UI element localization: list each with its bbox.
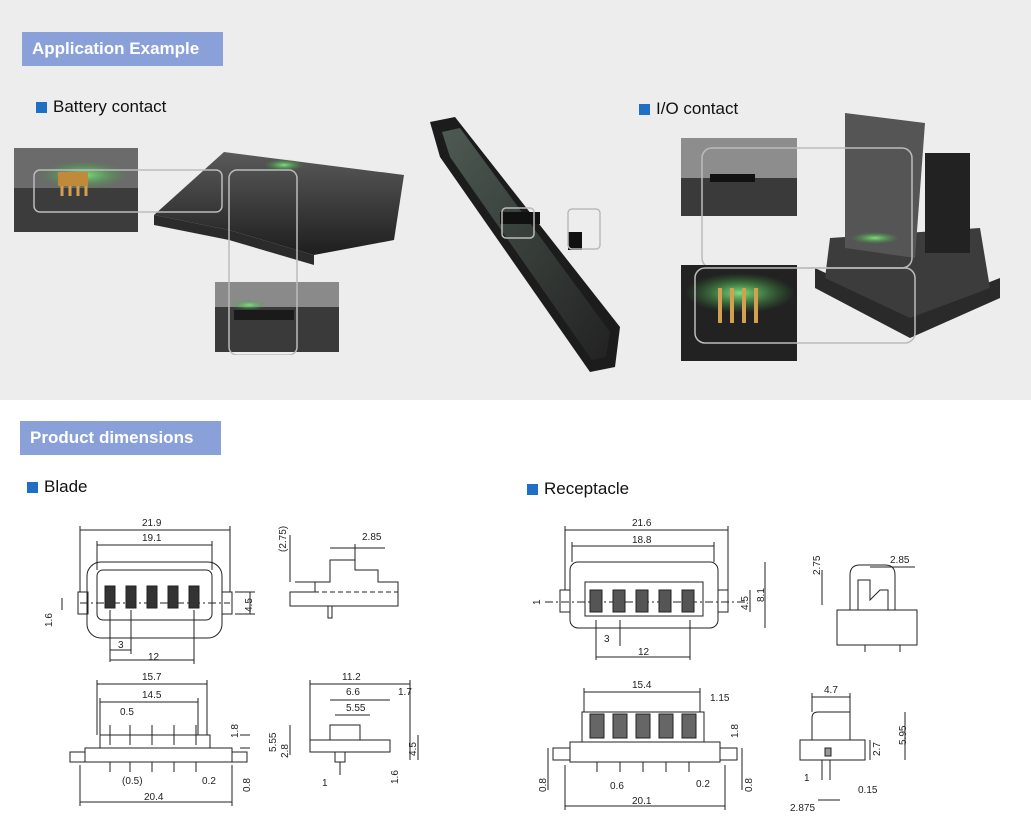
- dim-label: 1.8: [230, 724, 241, 738]
- battery-contact-label: Battery contact: [36, 97, 166, 117]
- dim-label: 5.95: [898, 725, 909, 745]
- dim-label: 11.2: [342, 672, 361, 683]
- dim-label: 4.5: [244, 598, 255, 612]
- dim-label: 2.85: [362, 532, 382, 543]
- dim-label: 2.85: [890, 555, 910, 566]
- dim-label: 0.8: [744, 778, 755, 792]
- blade-section-view: [289, 680, 419, 775]
- dim-label: 14.5: [142, 690, 162, 701]
- dim-label: (0.5): [122, 776, 143, 787]
- dim-label: 2.75: [812, 555, 823, 575]
- blade-side-view: [289, 535, 399, 619]
- dim-label: 3: [604, 634, 610, 645]
- dim-label: 2.7: [872, 742, 883, 756]
- dim-label: 1.15: [710, 693, 730, 704]
- dim-label: 12: [148, 652, 160, 663]
- dim-label: 1.8: [730, 724, 741, 738]
- blade-front-view: [61, 526, 255, 664]
- receptacle-section-view: [799, 693, 906, 801]
- dim-label: 0.2: [696, 779, 710, 790]
- dim-label: 8.1: [756, 588, 767, 602]
- battery-contact-photo: [14, 148, 404, 355]
- dim-label: 1.7: [398, 687, 412, 698]
- io-contact-text: I/O contact: [656, 99, 739, 118]
- dim-label: 4.5: [408, 742, 419, 756]
- dim-label: 1: [804, 773, 810, 784]
- receptacle-side-view: [821, 564, 918, 652]
- dim-label: 18.8: [632, 535, 652, 546]
- dim-label: 6.6: [346, 687, 360, 698]
- dim-label: 0.8: [538, 778, 549, 792]
- dim-label: 0.15: [858, 785, 878, 796]
- dim-label: 19.1: [142, 533, 162, 544]
- dim-label: 5.55: [268, 732, 279, 752]
- io-contact-photo: [681, 113, 1000, 361]
- dim-label: 5.55: [346, 703, 366, 714]
- blade-bottom-view: [69, 680, 250, 806]
- dim-label: 0.8: [242, 778, 253, 792]
- bullet-square-icon: [36, 101, 47, 113]
- bullet-square-icon: [527, 483, 538, 495]
- receptacle-text: Receptacle: [544, 479, 630, 498]
- receptacle-bottom-view: [547, 688, 743, 810]
- blade-text: Blade: [44, 477, 88, 496]
- receptacle-label: Receptacle: [527, 479, 629, 499]
- dim-label: 20.4: [144, 792, 164, 803]
- dim-label: 1: [322, 778, 328, 789]
- dim-label: 0.6: [610, 781, 624, 792]
- dim-label: 4.5: [740, 596, 751, 610]
- io-contact-label: I/O contact: [639, 99, 738, 119]
- product-dimensions-banner: Product dimensions: [20, 421, 221, 455]
- dim-label: 1.6: [390, 770, 401, 784]
- dim-label: 4.7: [824, 685, 838, 696]
- dim-label: 2.8: [280, 744, 291, 758]
- dim-label: 1: [532, 599, 543, 605]
- dim-label: 15.7: [142, 672, 162, 683]
- dim-label: 12: [638, 647, 650, 658]
- dim-label: 15.4: [632, 680, 652, 691]
- bullet-square-icon: [27, 481, 38, 493]
- dim-label: 0.5: [120, 707, 134, 718]
- application-example-banner: Application Example: [22, 32, 223, 66]
- dim-label: 21.9: [142, 518, 162, 529]
- dim-label: 3: [118, 640, 124, 651]
- bullet-square-icon: [639, 103, 650, 115]
- tablet-photo: [430, 117, 620, 372]
- dim-label: 20.1: [632, 796, 652, 807]
- blade-label: Blade: [27, 477, 87, 497]
- dim-label: 0.2: [202, 776, 216, 787]
- dim-label: 1.6: [44, 613, 55, 627]
- receptacle-front-view: [545, 526, 766, 660]
- dim-label: 21.6: [632, 518, 652, 529]
- battery-contact-text: Battery contact: [53, 97, 167, 116]
- dim-label: (2.75): [278, 526, 289, 552]
- dim-label: 2.875: [790, 803, 815, 814]
